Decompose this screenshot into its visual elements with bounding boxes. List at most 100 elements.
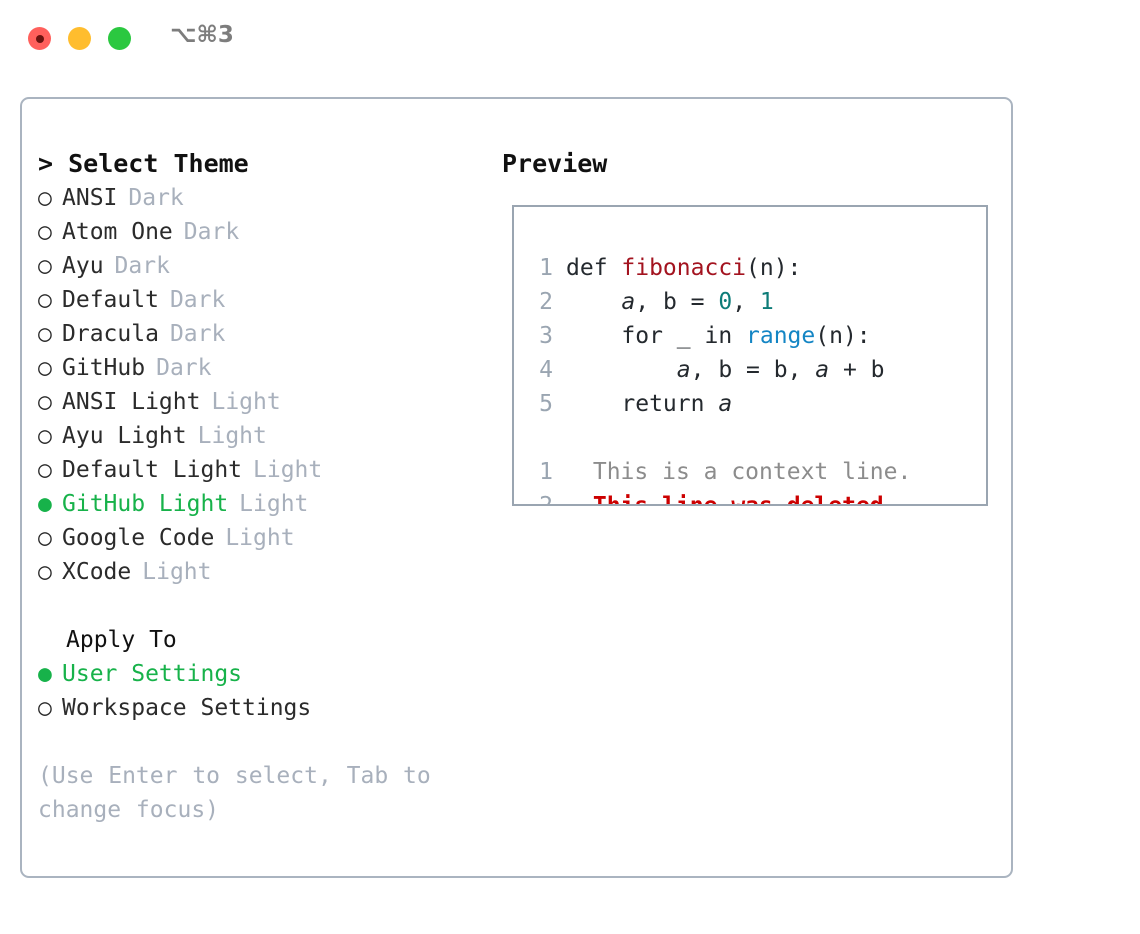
apply-to-option-user-settings[interactable]: ● User Settings (38, 657, 488, 691)
code-token (566, 357, 677, 383)
theme-option-atom-one[interactable]: ○ Atom One Dark (38, 215, 488, 249)
apply-to-option-label: Workspace Settings (62, 695, 312, 721)
code-line: 5 return a (527, 387, 986, 421)
theme-option-default[interactable]: ○ Default Dark (38, 283, 488, 317)
theme-option-tag: Dark (128, 185, 184, 211)
code-token: , (732, 289, 760, 315)
radio-unselected-icon: ○ (38, 525, 52, 551)
radio-unselected-icon: ○ (38, 253, 52, 279)
keyboard-shortcut-label: ⌥⌘3 (170, 22, 234, 48)
select-theme-header: > Select Theme (38, 149, 249, 178)
theme-option-xcode[interactable]: ○ XCode Light (38, 555, 488, 589)
radio-unselected-icon: ○ (38, 559, 52, 585)
theme-option-label: XCode (62, 559, 132, 585)
diff-line: 1 This is a context line. (527, 455, 986, 489)
theme-option-label: GitHub (62, 355, 146, 381)
theme-option-tag: Dark (169, 287, 226, 313)
code-token: a (718, 391, 733, 417)
radio-unselected-icon: ○ (38, 457, 52, 483)
code-token: , b = (635, 289, 719, 315)
code-token: return (566, 391, 719, 417)
radio-unselected-icon: ○ (38, 389, 52, 415)
minimize-window-button[interactable] (68, 27, 91, 50)
theme-option-label: Ayu (62, 253, 104, 279)
theme-option-tag: Light (197, 423, 267, 449)
code-line-number: 3 (539, 323, 553, 349)
code-token: (n): (746, 255, 802, 281)
theme-option-github-light[interactable]: ● GitHub Light Light (38, 487, 488, 521)
code-token: a (676, 357, 691, 383)
theme-option-tag: Dark (114, 253, 170, 279)
code-token: , b = b, (690, 357, 816, 383)
theme-option-tag: Light (142, 559, 212, 585)
diff-line-number: 2 (539, 493, 553, 506)
title-bar: ⌥⌘3 (0, 0, 1140, 80)
radio-selected-icon: ● (38, 661, 52, 687)
code-token: 0 (718, 289, 733, 315)
radio-unselected-icon: ○ (38, 287, 52, 313)
theme-option-ansi-light[interactable]: ○ ANSI Light Light (38, 385, 488, 419)
code-line-number: 5 (539, 391, 553, 417)
theme-option-label: ANSI (62, 185, 118, 211)
theme-option-label: Default (62, 287, 159, 313)
apply-to-list: ● User Settings ○ Workspace Settings (38, 657, 488, 725)
radio-selected-icon: ● (38, 491, 52, 517)
theme-option-label: Ayu Light (62, 423, 187, 449)
theme-option-ansi[interactable]: ○ ANSI Dark (38, 181, 488, 215)
diff-line: 2-This line was deleted. (527, 489, 986, 506)
radio-unselected-icon: ○ (38, 355, 52, 381)
apply-to-header: Apply To (66, 627, 177, 653)
code-token: fibonacci (621, 255, 747, 281)
theme-option-label: ANSI Light (62, 389, 201, 415)
radio-unselected-icon: ○ (38, 185, 52, 211)
code-line-number: 2 (539, 289, 553, 315)
apply-to-option-label: User Settings (62, 661, 243, 687)
code-token: a (815, 357, 830, 383)
theme-option-ayu-light[interactable]: ○ Ayu Light Light (38, 419, 488, 453)
code-token (566, 289, 621, 315)
radio-unselected-icon: ○ (38, 423, 52, 449)
list-spacer (38, 589, 488, 623)
diff-sign: - (566, 493, 580, 506)
code-token: def (566, 255, 622, 281)
apply-to-option-workspace-settings[interactable]: ○ Workspace Settings (38, 691, 488, 725)
radio-unselected-icon: ○ (38, 695, 52, 721)
code-token: + b (829, 357, 885, 383)
theme-option-ayu[interactable]: ○ Ayu Dark (38, 249, 488, 283)
code-token: a (621, 289, 636, 315)
theme-option-tag: Light (225, 525, 295, 551)
diff-sign (566, 459, 580, 485)
code-line: 2 a, b = 0, 1 (527, 285, 986, 319)
diff-sample: 1 This is a context line.2-This line was… (527, 455, 986, 506)
radio-unselected-icon: ○ (38, 321, 52, 347)
code-line-number: 4 (539, 357, 553, 383)
theme-option-label: Dracula (62, 321, 159, 347)
code-line: 4 a, b = b, a + b (527, 353, 986, 387)
theme-option-tag: Light (239, 491, 309, 517)
theme-option-tag: Dark (183, 219, 240, 245)
diff-line-number: 1 (539, 459, 553, 485)
theme-option-label: GitHub Light (62, 491, 229, 517)
code-diff-separator (527, 421, 986, 455)
code-token: range (746, 323, 816, 349)
code-token: for _ in (566, 323, 747, 349)
theme-option-tag: Light (211, 389, 281, 415)
maximize-window-button[interactable] (108, 27, 131, 50)
radio-unselected-icon: ○ (38, 219, 52, 245)
code-line: 3 for _ in range(n): (527, 319, 986, 353)
close-window-button[interactable] (28, 27, 51, 50)
theme-option-label: Atom One (62, 219, 173, 245)
theme-option-tag: Dark (169, 321, 226, 347)
theme-option-dracula[interactable]: ○ Dracula Dark (38, 317, 488, 351)
